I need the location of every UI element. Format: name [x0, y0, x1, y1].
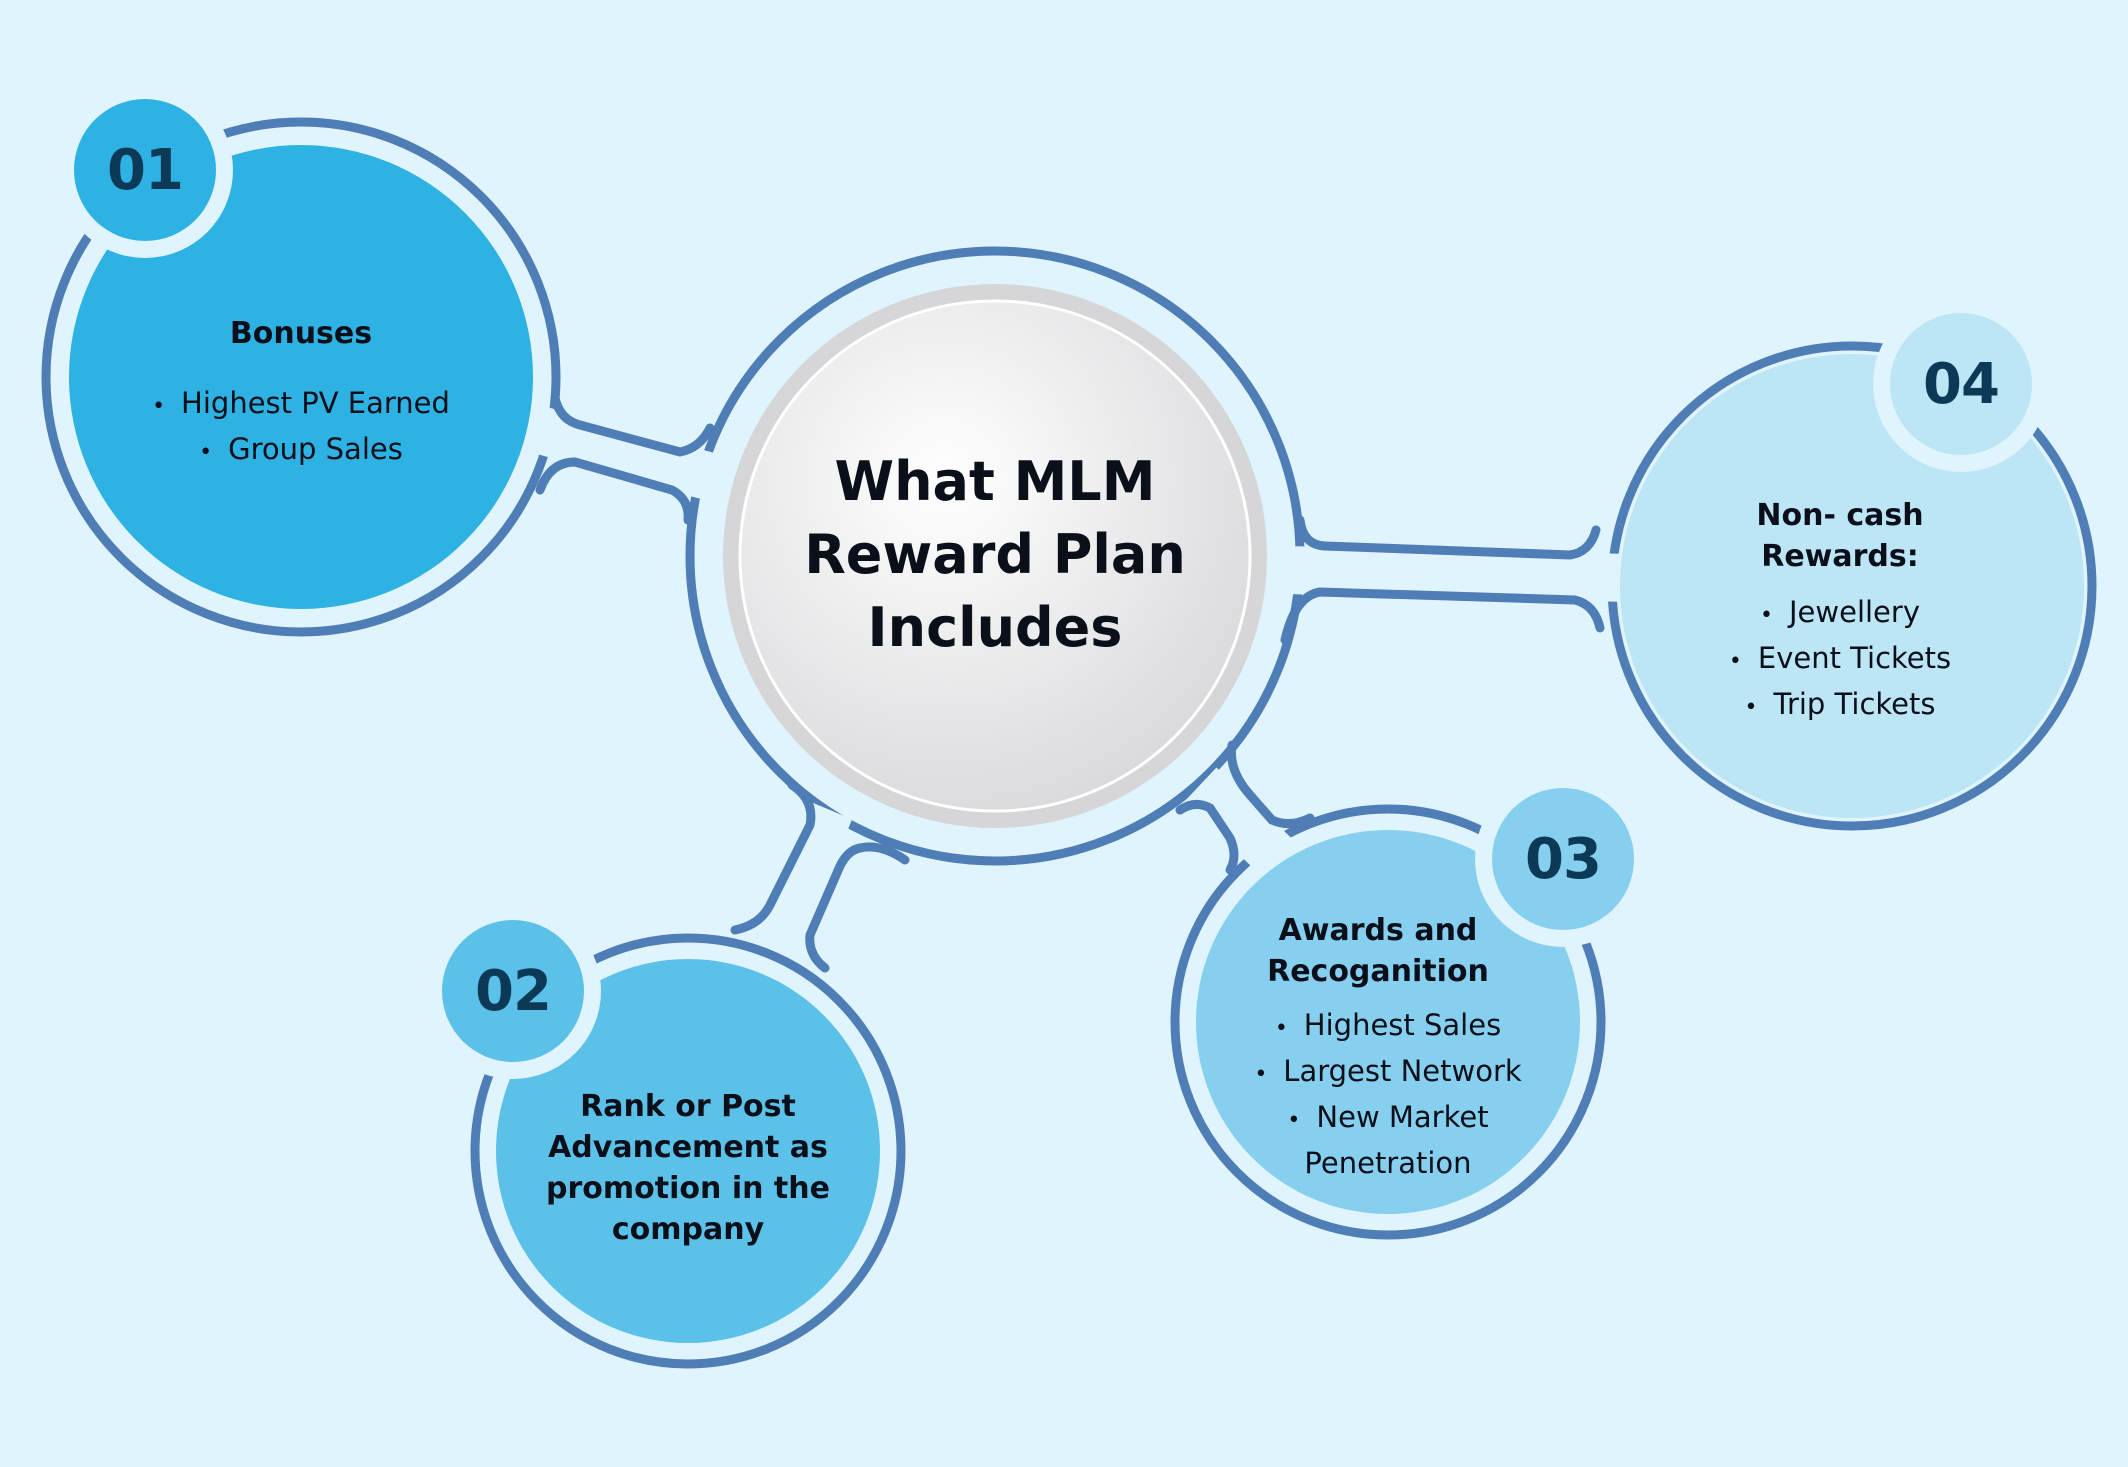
connector-03-left — [1175, 800, 1239, 875]
node-04-item: Jewellery — [1660, 591, 2020, 637]
node-03-item: New Market Penetration — [1273, 1096, 1503, 1184]
node-02-title-line: Rank or Post — [580, 1089, 796, 1124]
connector-01-upper — [550, 393, 715, 457]
badge-01: 01 — [107, 137, 184, 203]
node-04-item: Trip Tickets — [1660, 683, 2020, 729]
circle-02-fill — [496, 959, 880, 1343]
node-04-item: Event Tickets — [1660, 637, 2020, 683]
badge-01-circle — [74, 99, 216, 241]
bridge-03 — [1183, 767, 1302, 883]
node-03-content: Awards and Recoganition Highest Sales La… — [1218, 910, 1558, 1184]
badge-02-circle — [442, 920, 584, 1062]
center-title: What MLM Reward Plan Includes — [745, 445, 1245, 664]
node-02-title-line: promotion in the — [546, 1171, 830, 1206]
badge-02: 02 — [475, 958, 552, 1024]
connector-02-left — [730, 780, 816, 935]
node-04-content: Non- cash Rewards: Jewellery Event Ticke… — [1660, 495, 2020, 729]
node-04-title: Non- cash Rewards: — [1660, 495, 2020, 577]
connectors — [535, 393, 1605, 973]
center-title-line: Includes — [867, 596, 1123, 659]
node-04-title-line: Non- cash — [1756, 498, 1924, 533]
center-title-line: What MLM — [834, 450, 1156, 513]
connector-04-upper — [1295, 515, 1601, 560]
node-01-item: Group Sales — [101, 428, 501, 474]
circle-01-fill — [69, 145, 533, 609]
badge-04-circle — [1890, 313, 2032, 455]
badge-04: 04 — [1923, 351, 2000, 417]
center-title-line: Reward Plan — [804, 523, 1186, 586]
node-03-title-line: Recoganition — [1267, 954, 1489, 989]
bridge-01 — [533, 406, 722, 502]
outline-ring-02 — [470, 933, 906, 1369]
badge-03-circle — [1492, 788, 1634, 930]
node-04-title-line: Rewards: — [1761, 539, 1919, 574]
node-02-title: Rank or Post Advancement as promotion in… — [518, 1086, 858, 1250]
node-02-content: Rank or Post Advancement as promotion in… — [518, 1086, 858, 1250]
node-03-item: Largest Network — [1218, 1050, 1558, 1096]
connector-01-lower — [535, 457, 693, 525]
center-circle — [738, 299, 1252, 813]
connector-04-lower — [1280, 587, 1605, 645]
outline-ring-01 — [41, 117, 561, 637]
node-03-title: Awards and Recoganition — [1198, 910, 1558, 992]
node-03-item: Highest Sales — [1218, 1004, 1558, 1050]
connector-03-right — [1226, 740, 1315, 828]
outline-ring-03 — [1170, 804, 1606, 1240]
node-03-title-line: Awards and — [1278, 913, 1478, 948]
bridge-02 — [757, 800, 853, 940]
badge-03: 03 — [1525, 826, 1602, 892]
bridge-04 — [1284, 546, 1631, 602]
node-01-title: Bonuses — [229, 316, 373, 351]
node-02-title-line: Advancement as — [548, 1130, 828, 1165]
node-02-title-line: company — [611, 1212, 765, 1247]
node-01-content: Bonuses Highest PV Earned Group Sales — [101, 313, 501, 474]
connector-02-right-b — [805, 842, 910, 973]
node-01-item: Highest PV Earned — [101, 382, 501, 428]
